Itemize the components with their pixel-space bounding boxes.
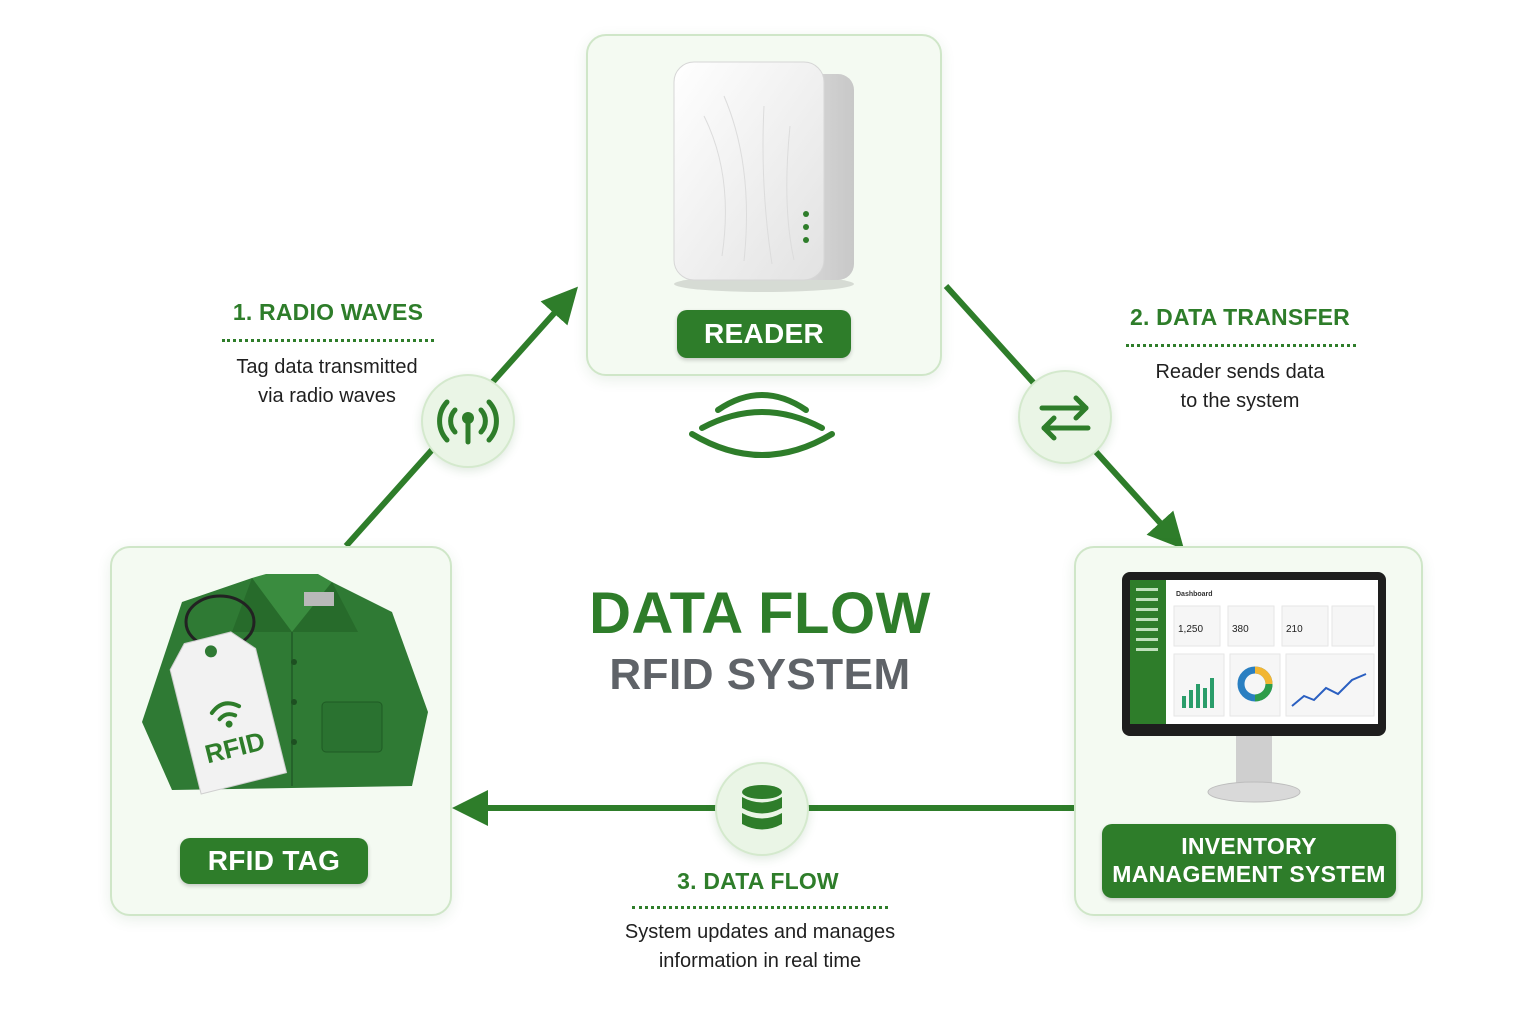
rfid-reader-device-image	[673, 61, 854, 292]
rfid-tag-card: RFID RFID TAG	[110, 546, 452, 916]
rfid-tag-label: RFID TAG	[180, 838, 368, 884]
monitor-dashboard-image: Dashboard 1,250 380 210	[1122, 572, 1386, 803]
inventory-system-label-line1: INVENTORY	[1181, 833, 1317, 859]
step-2-title: 2. DATA TRANSFER	[1130, 304, 1350, 330]
step-1-divider	[222, 339, 434, 342]
diagram-title: DATA FLOW	[589, 581, 931, 646]
antenna-icon-badge	[421, 374, 515, 468]
step-1-title: 1. RADIO WAVES	[232, 299, 424, 325]
inventory-system-label: INVENTORY MANAGEMENT SYSTEM	[1102, 824, 1396, 898]
exchange-arrows-icon	[1039, 395, 1091, 441]
inventory-system-card: Dashboard 1,250 380 210 INVENTORY MANAGE…	[1074, 546, 1423, 916]
antenna-icon	[437, 399, 499, 445]
tagged-shirt-image: RFID	[142, 574, 428, 795]
dashboard-stat-3: 210	[1286, 624, 1303, 635]
reader-label: READER	[677, 310, 851, 358]
step-2-divider	[1126, 344, 1356, 347]
step-2-description: Reader sends data to the system	[1155, 361, 1325, 412]
step-3-divider	[632, 906, 888, 909]
reader-card: READER	[586, 34, 942, 376]
exchange-icon-badge	[1018, 370, 1112, 464]
radio-waves-icon	[689, 392, 835, 458]
dashboard-heading: Dashboard	[1176, 591, 1213, 598]
diagram-subtitle: RFID SYSTEM	[609, 650, 911, 699]
step-3-title: 3. DATA FLOW	[677, 868, 839, 894]
database-icon	[742, 785, 782, 830]
step-3-description: System updates and manages information i…	[624, 921, 896, 972]
step-1-description: Tag data transmitted via radio waves	[236, 356, 418, 407]
database-icon-badge	[715, 762, 809, 856]
inventory-system-label-line2: MANAGEMENT SYSTEM	[1112, 861, 1386, 887]
dashboard-stat-2: 380	[1232, 624, 1249, 635]
dashboard-stat-1: 1,250	[1178, 624, 1203, 635]
